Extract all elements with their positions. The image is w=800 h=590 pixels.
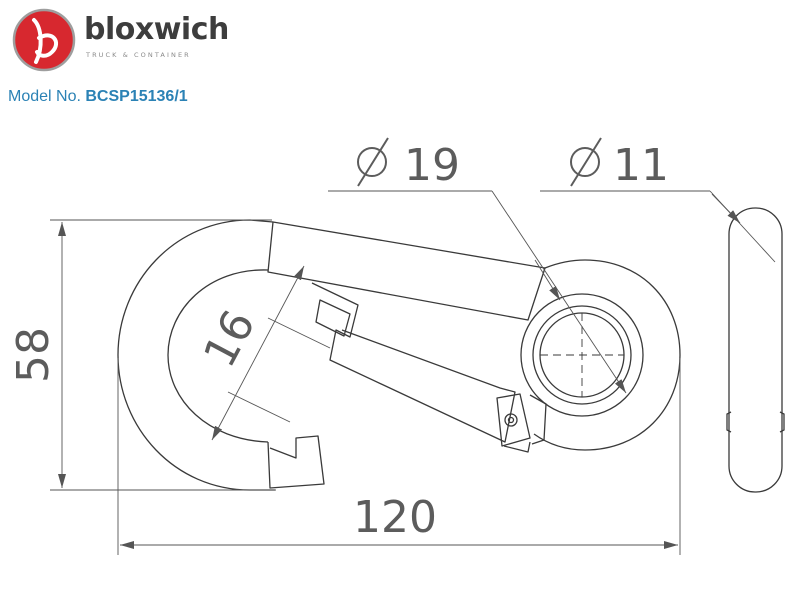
spine-bar xyxy=(267,221,546,321)
overall-length-label: 120 xyxy=(353,492,437,543)
eye-diameter-leader xyxy=(491,190,627,394)
hook-outer-outline xyxy=(117,219,275,491)
overall-height-label: 58 xyxy=(8,327,59,383)
hinge-pin xyxy=(504,413,518,427)
carabiner-side-view xyxy=(726,207,785,493)
bloxwich-logo-icon xyxy=(12,8,76,72)
gate-hinge xyxy=(496,393,531,447)
side-view-profile xyxy=(728,207,783,493)
eye-ring-middle xyxy=(532,305,632,405)
brand-name: bloxwich xyxy=(84,12,229,47)
eye-outer-outline xyxy=(533,259,681,451)
gate-inner-slot xyxy=(315,299,351,337)
eye-ring-outer xyxy=(520,293,644,417)
brand-tagline: TRUCK & CONTAINER xyxy=(86,51,191,59)
hook-nose xyxy=(267,435,325,489)
model-number-line: Model No. BCSP15136/1 xyxy=(8,88,188,106)
spring-gate xyxy=(311,282,516,443)
dimension-lines xyxy=(50,190,776,555)
diameter-symbols xyxy=(357,137,602,187)
model-label: Model No. xyxy=(8,88,81,105)
wire-diameter-label: 11 xyxy=(613,140,669,191)
diameter-symbol-icon xyxy=(570,137,602,187)
diameter-symbol-icon xyxy=(357,137,389,187)
gate-opening-label: 16 xyxy=(194,302,265,375)
gate-opening-dimension-line xyxy=(211,265,305,441)
eye-diameter-label: 19 xyxy=(404,140,460,191)
model-number: BCSP15136/1 xyxy=(85,88,188,105)
